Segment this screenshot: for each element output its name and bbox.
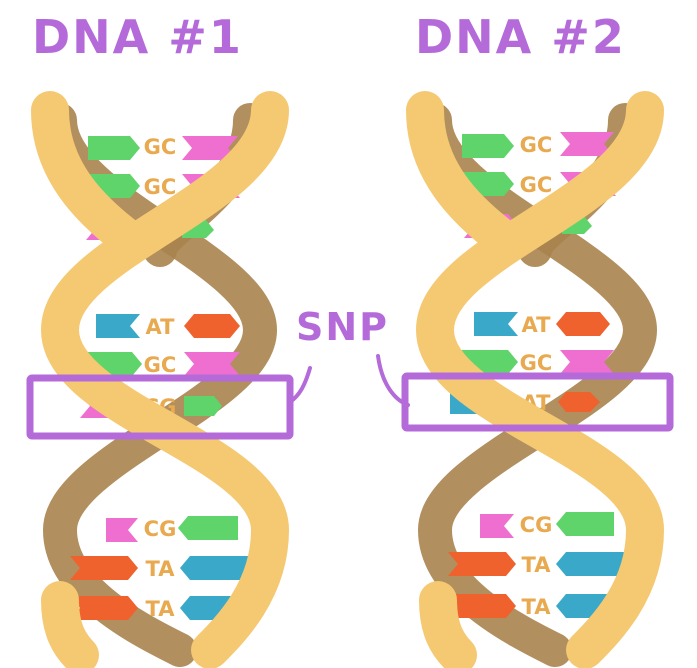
pair-label: GC xyxy=(520,133,553,157)
pair-label: AT xyxy=(146,315,176,339)
base-g xyxy=(462,134,514,158)
snp-box-dna-1 xyxy=(26,374,294,440)
dna-1-helix: GC GC CG AT GC CG xyxy=(31,91,290,668)
base-t xyxy=(448,552,516,576)
base-t xyxy=(556,312,610,336)
pair-label: TA xyxy=(146,557,176,581)
dna-2-front-strand-3 xyxy=(419,581,477,668)
snp-pointer-right xyxy=(376,354,410,407)
base-t xyxy=(448,594,516,618)
snp-highlight xyxy=(26,354,674,440)
base-c xyxy=(182,136,238,160)
base-c xyxy=(560,132,614,156)
pair-label: GC xyxy=(520,173,553,197)
base-c xyxy=(480,514,514,538)
base-c xyxy=(106,518,138,542)
base-t xyxy=(558,392,600,412)
base-g xyxy=(556,512,614,536)
dna-2-front-strand xyxy=(415,91,665,668)
base-g xyxy=(184,396,222,416)
dna-1-title: DNA #1 xyxy=(32,10,243,64)
base-a xyxy=(180,556,248,580)
base-a xyxy=(96,314,140,338)
pair-label: GC xyxy=(520,351,553,375)
dna-2-helix: GC GC CG AT GC AT xyxy=(406,91,665,668)
dna-2-front-strand-2 xyxy=(406,91,524,259)
pair-label: TA xyxy=(522,595,552,619)
pair-label: GC xyxy=(144,135,177,159)
base-a xyxy=(474,312,518,336)
base-g xyxy=(178,516,238,540)
dna-1-lower-pairs: CG TA TA xyxy=(70,516,248,621)
pair-label: CG xyxy=(520,513,553,537)
base-a xyxy=(556,552,624,576)
pair-label: TA xyxy=(522,553,552,577)
dna-1-front-strand xyxy=(40,91,290,668)
dna-2-title: DNA #2 xyxy=(415,10,626,64)
base-t xyxy=(70,556,138,580)
dna-1-front-strand-2 xyxy=(31,91,149,259)
snp-label: SNP xyxy=(296,305,390,349)
base-c xyxy=(184,352,240,376)
dna-2-lower-pairs: CG TA TA xyxy=(448,512,624,619)
base-g xyxy=(88,136,140,160)
base-c xyxy=(560,350,614,374)
pair-label: GC xyxy=(144,175,177,199)
base-t xyxy=(70,596,138,620)
pair-label: CG xyxy=(144,517,177,541)
pair-label: TA xyxy=(146,597,176,621)
base-t xyxy=(184,314,240,338)
snp-pointer-left xyxy=(288,366,312,404)
pair-label: GC xyxy=(144,353,177,377)
pair-label: AT xyxy=(522,313,552,337)
dna-1-front-strand-3 xyxy=(41,581,99,668)
